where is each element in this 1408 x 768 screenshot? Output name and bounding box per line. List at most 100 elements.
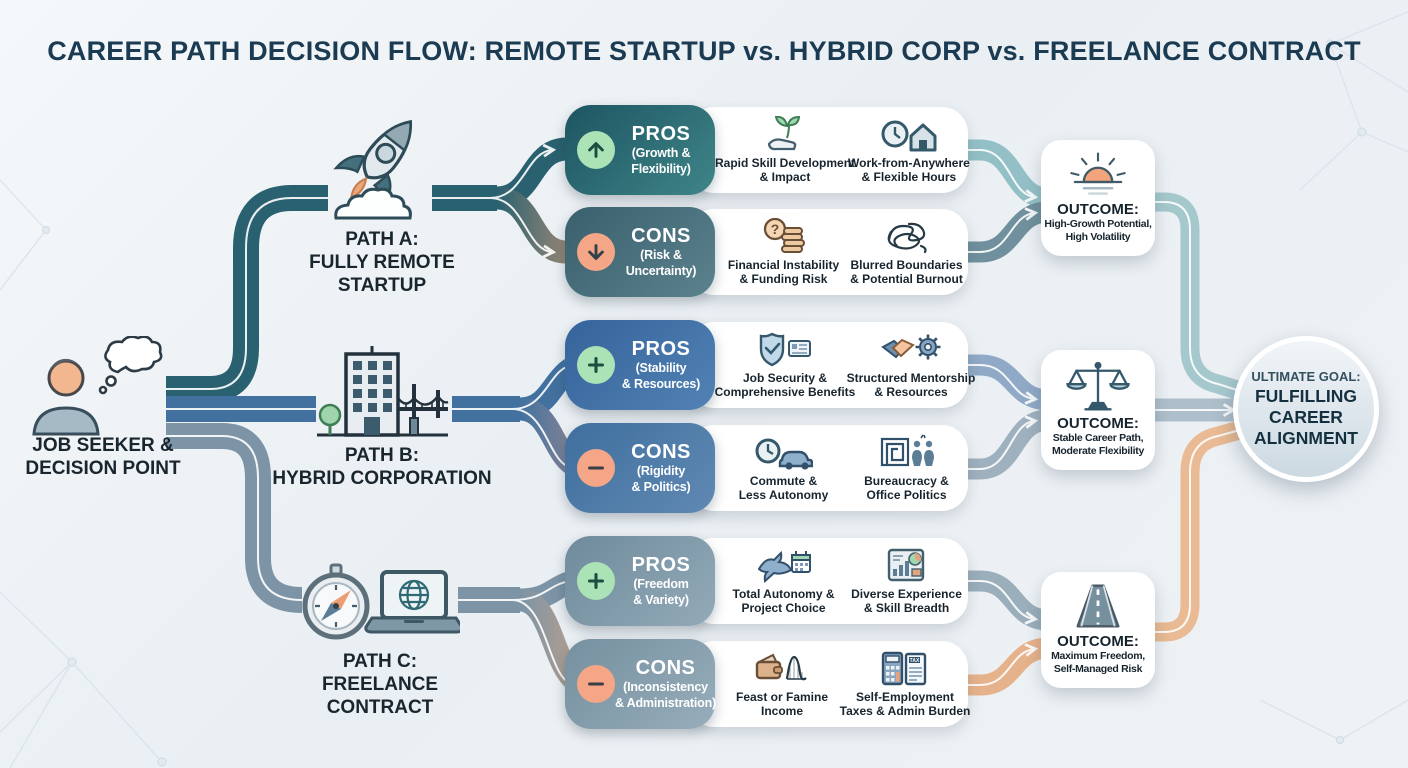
pros-item-mentorship: Structured Mentorship & Resources xyxy=(846,331,976,399)
ultimate-goal-circle: ULTIMATE GOAL: FULFILLING CAREER ALIGNME… xyxy=(1233,336,1379,482)
handshake-gear-icon xyxy=(881,334,941,360)
outcome-title: OUTCOME: xyxy=(1057,201,1139,218)
cons-title: CONS xyxy=(631,441,691,463)
path-a-cons-row: ? Financial Instability & Funding Risk B… xyxy=(0,207,1408,297)
svg-text:TAX: TAX xyxy=(910,658,920,664)
corporate-building-icon xyxy=(317,346,449,437)
pros-item-label: Rapid Skill Development & Impact xyxy=(714,156,856,184)
cons-subtitle: (Rigidity & Politics) xyxy=(631,464,691,494)
connector-path-a xyxy=(166,137,610,402)
pros-item-label: Work-from-Anywhere & Flexible Hours xyxy=(848,156,970,184)
pros-title: PROS xyxy=(631,338,691,360)
path-b-pros-header: PROS (Stability & Resources) xyxy=(565,320,715,410)
outcome-card-path-c: OUTCOME: Maximum Freedom, Self-Managed R… xyxy=(1041,572,1155,688)
cons-subtitle: (Risk & Uncertainty) xyxy=(625,248,697,278)
path-c-cons-row: Feast or Famine Income TAX xyxy=(0,639,1408,729)
clock-car-icon xyxy=(755,438,813,470)
pros-item-job-security: Job Security & Comprehensive Benefits xyxy=(715,331,855,399)
path-a-pros-header: PROS (Growth & Flexibility) xyxy=(565,105,715,195)
pros-subtitle: (Growth & Flexibility) xyxy=(631,146,691,176)
sunrise-icon xyxy=(1070,152,1126,195)
outcome-line: Moderate Flexibility xyxy=(1051,445,1145,457)
path-a-pros-row: Rapid Skill Development & Impact Work-fr… xyxy=(0,105,1408,195)
svg-text:?: ? xyxy=(770,221,779,237)
shield-id-icon xyxy=(759,332,811,367)
path-a-pros-card: Rapid Skill Development & Impact Work-fr… xyxy=(688,107,970,193)
cons-subtitle: (Inconsistency & Administration) xyxy=(615,680,716,710)
outcome-line: High Volatility xyxy=(1065,231,1131,243)
cons-item-label: Bureaucracy & Office Politics xyxy=(864,474,949,502)
outcome-line: Maximum Freedom, xyxy=(1051,650,1145,662)
outcome-card-path-a: OUTCOME: High-Growth Potential, High Vol… xyxy=(1041,140,1155,256)
outcome-title: OUTCOME: xyxy=(1057,633,1139,650)
cons-item-label: Feast or Famine Income xyxy=(735,690,829,718)
path-c-pros-row: Total Autonomy & Project Choice xyxy=(0,536,1408,626)
calculator-tax-icon: TAX xyxy=(881,651,927,686)
job-seeker-label: JOB SEEKER & DECISION POINT xyxy=(25,435,181,479)
pros-title: PROS xyxy=(631,123,691,145)
outcome-line: High-Growth Potential, xyxy=(1044,218,1152,230)
pros-item-diverse-experience: Diverse Experience & Skill Breadth xyxy=(845,547,968,615)
path-c-pros-card: Total Autonomy & Project Choice xyxy=(688,538,968,624)
path-b-pros-row: Job Security & Comprehensive Benefits St… xyxy=(0,320,1408,410)
outcome-card-path-b: OUTCOME: Stable Career Path, Moderate Fl… xyxy=(1041,350,1155,470)
goal-line: ALIGNMENT xyxy=(1253,428,1359,448)
path-b-cons-header: CONS (Rigidity & Politics) xyxy=(565,423,715,513)
goal-line: CAREER xyxy=(1269,407,1343,427)
pros-item-work-anywhere: Work-from-Anywhere & Flexible Hours xyxy=(848,116,970,184)
cons-item-blurred-boundaries: Blurred Boundaries & Potential Burnout xyxy=(845,218,968,286)
cons-title: CONS xyxy=(631,225,691,247)
cons-item-feast-famine: Feast or Famine Income xyxy=(722,650,842,718)
cons-title: CONS xyxy=(635,657,696,679)
job-seeker-icon xyxy=(32,336,163,436)
path-b-cons-card: Commute & Less Autonomy xyxy=(688,425,968,511)
pros-item-label: Total Autonomy & Project Choice xyxy=(732,587,835,615)
goal-line: FULFILLING xyxy=(1254,386,1358,406)
cons-item-label: Self-Employment Taxes & Admin Burden xyxy=(839,690,971,718)
connector-outcomes xyxy=(950,139,1048,696)
cons-item-label: Blurred Boundaries & Potential Burnout xyxy=(850,258,963,286)
path-c-cons-header: CONS (Inconsistency & Administration) xyxy=(565,639,716,729)
chart-panel-icon xyxy=(887,548,924,582)
pros-item-label: Job Security & Comprehensive Benefits xyxy=(714,371,856,399)
cons-item-commute: Commute & Less Autonomy xyxy=(722,434,845,502)
outcome-line: Self-Managed Risk xyxy=(1053,663,1143,675)
path-b-cons-row: Commute & Less Autonomy xyxy=(0,423,1408,513)
pros-title: PROS xyxy=(631,554,691,576)
pros-item-rapid-skill: Rapid Skill Development & Impact xyxy=(715,116,855,184)
open-road-icon xyxy=(1076,584,1120,628)
cons-item-label: Financial Instability & Funding Risk xyxy=(727,258,840,286)
balance-scale-icon xyxy=(1066,361,1130,411)
cons-item-bureaucracy: Bureaucracy & Office Politics xyxy=(845,434,968,502)
plus-icon xyxy=(577,562,615,600)
outcome-line: Stable Career Path, xyxy=(1052,432,1144,444)
up-arrow-icon xyxy=(577,131,615,169)
path-b-label: PATH B: HYBRID CORPORATION xyxy=(272,445,492,489)
connector-goal xyxy=(1150,192,1253,642)
seedling-hand-icon xyxy=(767,116,801,151)
pros-item-autonomy: Total Autonomy & Project Choice xyxy=(722,547,845,615)
compass-laptop-icon xyxy=(302,563,460,640)
minus-icon xyxy=(577,449,615,487)
pros-item-label: Structured Mentorship & Resources xyxy=(846,371,976,399)
cons-item-self-employment-taxes: TAX Self-Employment Taxes & Admin Burden xyxy=(839,650,971,718)
plus-icon xyxy=(577,346,615,384)
minus-icon xyxy=(577,665,615,703)
coins-question-icon: ? xyxy=(763,218,805,253)
path-a-cons-header: CONS (Risk & Uncertainty) xyxy=(565,207,715,297)
maze-people-icon xyxy=(880,434,934,467)
path-a-cons-card: ? Financial Instability & Funding Risk B… xyxy=(688,209,968,295)
wallet-wave-icon xyxy=(755,653,807,681)
pros-subtitle: (Freedom & Variety) xyxy=(633,577,689,607)
path-c-label: PATH C: FREELANCE CONTRACT xyxy=(321,651,439,718)
clock-house-icon xyxy=(881,120,937,152)
bird-calendar-icon xyxy=(757,550,811,583)
path-c-pros-header: PROS (Freedom & Variety) xyxy=(565,536,715,626)
goal-kicker: ULTIMATE GOAL: xyxy=(1251,369,1361,384)
cons-item-financial-instability: ? Financial Instability & Funding Risk xyxy=(722,218,845,286)
page-title: CAREER PATH DECISION FLOW: REMOTE STARTU… xyxy=(47,36,1361,66)
tangle-icon xyxy=(887,222,927,254)
path-b-pros-card: Job Security & Comprehensive Benefits St… xyxy=(688,322,975,408)
